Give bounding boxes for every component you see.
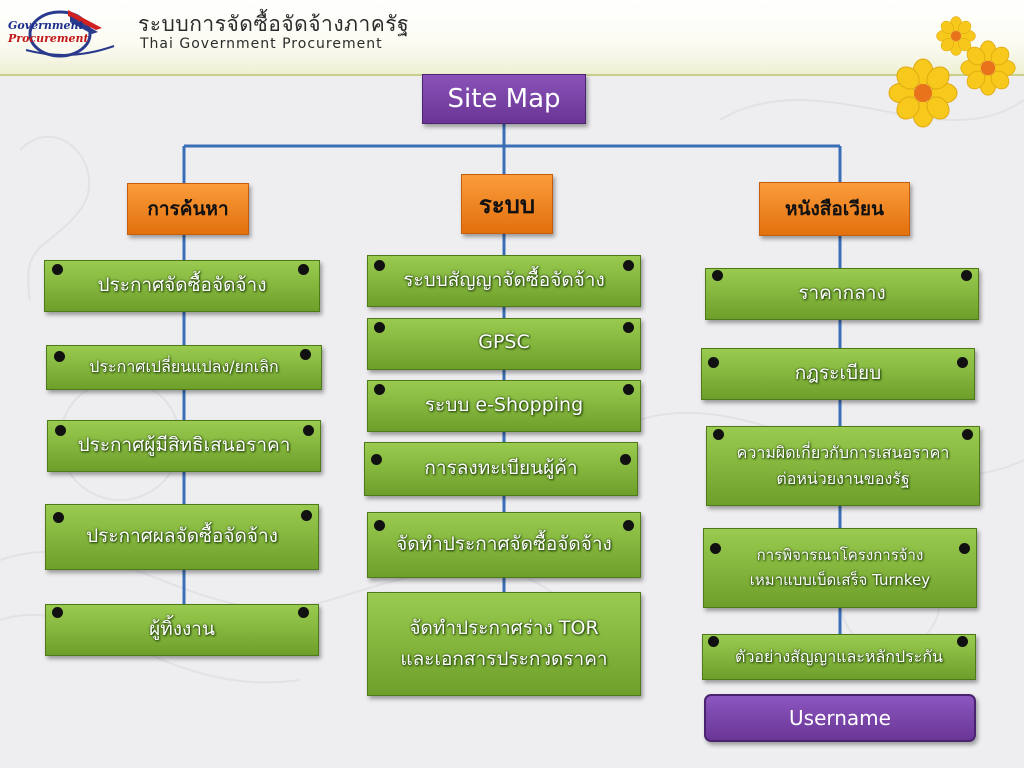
flower-decoration-right <box>960 40 1016 96</box>
system-item-vendor-registration[interactable]: การลงทะเบียนผู้ค้า <box>364 442 638 496</box>
item-label-multiline: จัดทำประกาศร่าง TOR และเอกสารประกวดราคา <box>400 613 607 676</box>
site-title-english: Thai Government Procurement <box>140 36 383 52</box>
site-map-root: Site Map <box>422 74 586 124</box>
item-label: การลงทะเบียนผู้ค้า <box>424 457 578 480</box>
bullet-dot <box>374 520 385 531</box>
flower-decoration-small <box>936 16 976 56</box>
username-button[interactable]: Username <box>704 694 976 742</box>
circular-item-bidding-offences[interactable]: ความผิดเกี่ยวกับการเสนอราคา ต่อหน่วยงานข… <box>706 426 980 506</box>
page-header: Government Procurement ระบบการจัดซื้อจัด… <box>0 0 1024 76</box>
site-title-thai: ระบบการจัดซื้อจัดจ้างภาครัฐ <box>138 12 410 36</box>
bullet-dot <box>53 512 64 523</box>
item-label-multiline: การพิจารณาโครงการจ้าง เหมาแบบเบ็ดเสร็จ T… <box>750 543 930 593</box>
item-label: ราคากลาง <box>798 282 886 305</box>
item-label: ประกาศผลจัดซื้อจัดจ้าง <box>86 525 278 548</box>
bullet-dot <box>300 349 311 360</box>
bullet-dot <box>623 322 634 333</box>
logo-text-procurement: Procurement <box>8 32 89 45</box>
circular-item-median-price[interactable]: ราคากลาง <box>705 268 979 320</box>
item-label-line1: การพิจารณาโครงการจ้าง <box>756 546 924 565</box>
item-label: ประกาศจัดซื้อจัดจ้าง <box>97 274 267 297</box>
item-label: ระบบ e-Shopping <box>424 394 584 417</box>
item-label: ระบบสัญญาจัดซื้อจัดจ้าง <box>403 269 605 292</box>
item-label-multiline: ความผิดเกี่ยวกับการเสนอราคา ต่อหน่วยงานข… <box>737 440 950 493</box>
system-item-gpsc[interactable]: GPSC <box>367 318 641 370</box>
bullet-dot <box>962 429 973 440</box>
bullet-dot <box>54 351 65 362</box>
item-label: ประกาศผู้มีสิทธิเสนอราคา <box>77 434 291 457</box>
bullet-dot <box>708 636 719 647</box>
system-item-procurement-contract-system[interactable]: ระบบสัญญาจัดซื้อจัดจ้าง <box>367 255 641 307</box>
circular-item-turnkey-projects[interactable]: การพิจารณาโครงการจ้าง เหมาแบบเบ็ดเสร็จ T… <box>703 528 977 608</box>
search-item-procurement-announcement[interactable]: ประกาศจัดซื้อจัดจ้าง <box>44 260 320 312</box>
category-system[interactable]: ระบบ <box>461 174 553 234</box>
item-label: ประกาศเปลี่ยนแปลง/ยกเลิก <box>89 357 279 377</box>
bullet-dot <box>957 357 968 368</box>
username-label: Username <box>789 706 891 730</box>
item-label-line1: จัดทำประกาศร่าง TOR <box>409 616 599 639</box>
search-item-change-cancel-announcement[interactable]: ประกาศเปลี่ยนแปลง/ยกเลิก <box>46 345 322 390</box>
system-item-create-tor-draft[interactable]: จัดทำประกาศร่าง TOR และเอกสารประกวดราคา <box>367 592 641 696</box>
category-search-label: การค้นหา <box>147 198 229 220</box>
bullet-dot <box>708 357 719 368</box>
bullet-dot <box>959 543 970 554</box>
bullet-dot <box>623 520 634 531</box>
item-label: ตัวอย่างสัญญาและหลักประกัน <box>735 646 943 666</box>
bullet-dot <box>623 384 634 395</box>
bullet-dot <box>374 384 385 395</box>
item-label-line1: ความผิดเกี่ยวกับการเสนอราคา <box>736 442 950 462</box>
item-label-line2: ต่อหน่วยงานของรัฐ <box>776 469 910 488</box>
search-item-abandoned-contractors[interactable]: ผู้ทิ้งงาน <box>45 604 319 656</box>
bullet-dot <box>298 264 309 275</box>
search-item-procurement-result-announcement[interactable]: ประกาศผลจัดซื้อจัดจ้าง <box>45 504 319 570</box>
category-circular[interactable]: หนังสือเวียน <box>759 182 910 236</box>
system-item-create-procurement-announcement[interactable]: จัดทำประกาศจัดซื้อจัดจ้าง <box>367 512 641 578</box>
category-circular-label: หนังสือเวียน <box>784 198 885 220</box>
item-label: จัดทำประกาศจัดซื้อจัดจ้าง <box>396 533 612 556</box>
bullet-dot <box>374 322 385 333</box>
system-item-e-shopping[interactable]: ระบบ e-Shopping <box>367 380 641 432</box>
flower-decoration-large <box>888 58 958 128</box>
bullet-dot <box>713 429 724 440</box>
category-search[interactable]: การค้นหา <box>127 183 249 235</box>
bullet-dot <box>298 607 309 618</box>
search-item-qualified-bidders-announcement[interactable]: ประกาศผู้มีสิทธิเสนอราคา <box>47 420 321 472</box>
logo-text-government: Government <box>8 19 84 32</box>
category-system-label: ระบบ <box>478 190 536 219</box>
bullet-dot <box>623 260 634 271</box>
item-label-line2: เหมาแบบเบ็ดเสร็จ Turnkey <box>749 571 931 589</box>
bullet-dot <box>301 510 312 521</box>
bullet-dot <box>55 425 66 436</box>
bullet-dot <box>303 425 314 436</box>
bullet-dot <box>620 454 631 465</box>
item-label: GPSC <box>478 331 530 353</box>
circular-item-regulations[interactable]: กฎระเบียบ <box>701 348 975 400</box>
bullet-dot <box>710 543 721 554</box>
site-map-label: Site Map <box>447 84 561 114</box>
bullet-dot <box>371 454 382 465</box>
circular-item-contract-guarantee-examples[interactable]: ตัวอย่างสัญญาและหลักประกัน <box>702 634 976 680</box>
government-procurement-logo <box>25 10 115 58</box>
bullet-dot <box>374 260 385 271</box>
item-label: ผู้ทิ้งงาน <box>149 618 215 641</box>
bullet-dot <box>712 270 723 281</box>
item-label-line2: และเอกสารประกวดราคา <box>400 648 608 670</box>
bullet-dot <box>52 607 63 618</box>
bullet-dot <box>961 270 972 281</box>
bullet-dot <box>52 264 63 275</box>
bullet-dot <box>957 636 968 647</box>
item-label: กฎระเบียบ <box>794 362 882 385</box>
